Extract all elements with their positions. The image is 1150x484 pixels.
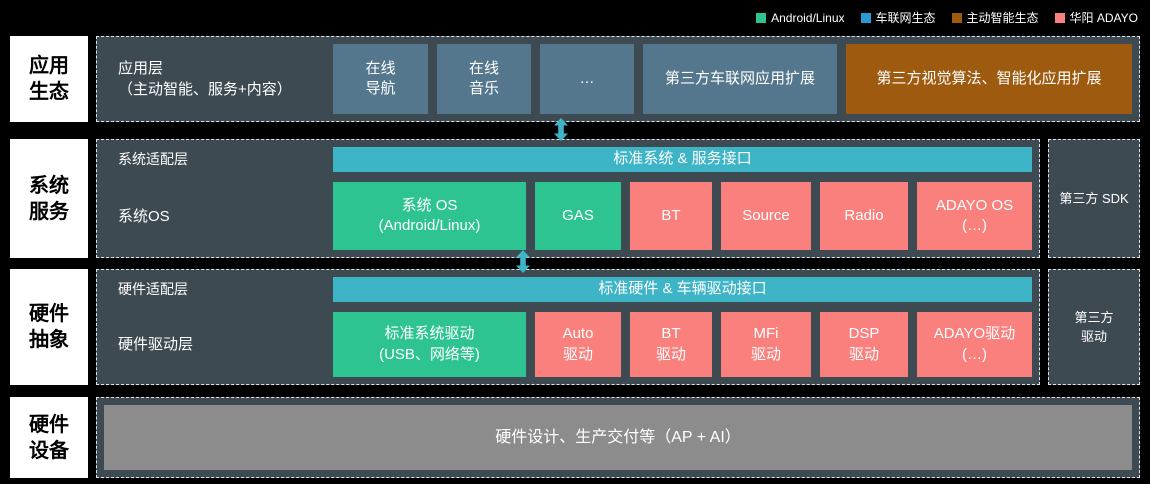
legend-label: 车联网生态 [875, 11, 936, 25]
system-os-row: 系统OS 系统 OS (Android/Linux) GAS BT Source… [104, 182, 1032, 250]
system-adapter-label: 系统适配层 [118, 150, 188, 167]
legend: Android/Linux 车联网生态 主动智能生态 华阳 ADAYO [756, 9, 1138, 26]
legend-label: 华阳 ADAYO [1069, 11, 1138, 25]
driver-box-dsp: DSP 驱动 [820, 312, 908, 377]
system-os-label: 系统OS [118, 207, 170, 225]
third-party-sdk-box: 第三方 SDK [1048, 139, 1140, 258]
hardware-driver-label: 硬件驱动层 [118, 336, 194, 353]
os-box-adayo-os: ADAYO OS (…) [917, 182, 1032, 250]
hardware-interface-bar: 标准硬件 & 车辆驱动接口 [333, 277, 1032, 302]
system-adapter-row: 系统适配层 标准系统 & 服务接口 [104, 147, 1032, 172]
flow-arrow-app-system-icon [554, 118, 568, 141]
legend-item-telematics: 车联网生态 [860, 9, 936, 26]
hardware-adapter-label: 硬件适配层 [118, 280, 188, 297]
legend-item-active-intelligence: 主动智能生态 [951, 9, 1039, 26]
side-label-system-services: 系统 服务 [10, 139, 88, 258]
app-layer-title: 应用层 （主动智能、服务+内容） [118, 60, 292, 98]
os-box-source: Source [721, 182, 811, 250]
app-layer-container: 应用层 （主动智能、服务+内容） 在线 导航 在线 音乐 … 第三方车联网应用扩… [96, 36, 1140, 122]
legend-label: 主动智能生态 [966, 11, 1039, 25]
hardware-device-container: 硬件设计、生产交付等（AP + AI） [96, 397, 1140, 478]
system-services-container: 系统适配层 标准系统 & 服务接口 系统OS 系统 OS (Android/Li… [96, 139, 1040, 258]
driver-box-adayo: ADAYO驱动 (…) [917, 312, 1032, 377]
legend-item-adayo: 华阳 ADAYO [1054, 9, 1138, 26]
legend-swatch-telematics-icon [860, 12, 871, 23]
hardware-adapter-row: 硬件适配层 标准硬件 & 车辆驱动接口 [104, 277, 1032, 302]
hardware-abstraction-container: 硬件适配层 标准硬件 & 车辆驱动接口 硬件驱动层 标准系统驱动 (USB、网络… [96, 269, 1040, 385]
driver-box-bt: BT 驱动 [630, 312, 712, 377]
os-box-android-linux: 系统 OS (Android/Linux) [333, 182, 526, 250]
flow-arrow-system-hardware-icon [516, 250, 530, 273]
driver-box-auto: Auto 驱动 [535, 312, 621, 377]
app-box-online-navigation: 在线 导航 [333, 44, 428, 114]
side-label-hardware-abstraction: 硬件 抽象 [10, 269, 88, 385]
os-box-bt: BT [630, 182, 712, 250]
app-box-ellipsis: … [540, 44, 634, 114]
os-box-radio: Radio [820, 182, 908, 250]
side-label-hardware-devices: 硬件 设备 [10, 397, 88, 478]
driver-box-standard-system: 标准系统驱动 (USB、网络等) [333, 312, 526, 377]
hardware-driver-row: 硬件驱动层 标准系统驱动 (USB、网络等) Auto 驱动 BT 驱动 MFi… [104, 312, 1032, 377]
system-interface-bar: 标准系统 & 服务接口 [333, 147, 1032, 172]
app-box-online-music: 在线 音乐 [437, 44, 531, 114]
legend-swatch-android-linux-icon [756, 12, 767, 23]
side-label-app-ecosystem: 应用 生态 [10, 36, 88, 122]
third-party-driver-box: 第三方 驱动 [1048, 269, 1140, 385]
app-box-vision-algorithms: 第三方视觉算法、智能化应用扩展 [846, 44, 1132, 114]
os-box-gas: GAS [535, 182, 621, 250]
legend-swatch-active-intelligence-icon [951, 12, 962, 23]
driver-box-mfi: MFi 驱动 [721, 312, 811, 377]
legend-item-android-linux: Android/Linux [756, 10, 845, 25]
legend-label: Android/Linux [771, 10, 845, 25]
hardware-design-box: 硬件设计、生产交付等（AP + AI） [104, 405, 1132, 470]
legend-swatch-adayo-icon [1054, 12, 1065, 23]
app-box-third-party-telematics: 第三方车联网应用扩展 [643, 44, 837, 114]
